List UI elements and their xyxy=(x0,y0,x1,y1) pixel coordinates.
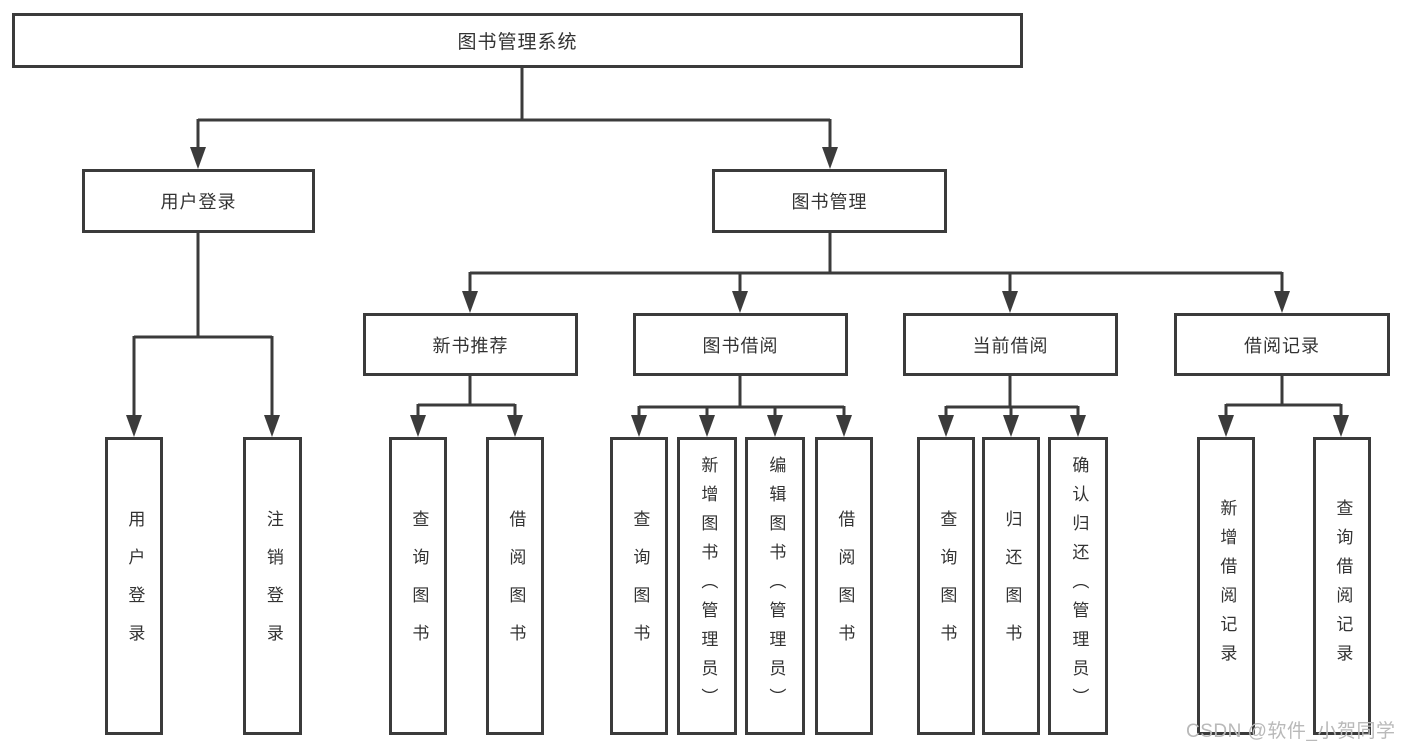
leaf-add-borrow-record-label: 新增借阅记录 xyxy=(1217,499,1237,673)
node-user-login: 用户登录 xyxy=(82,169,315,233)
leaf-borrow-books-recommend: 借阅图书 xyxy=(486,437,544,735)
leaf-query-books-borrowing: 查询图书 xyxy=(610,437,668,735)
arrowheads xyxy=(126,147,1349,437)
leaf-edit-books-admin: 编辑图书（管理员） xyxy=(745,437,805,735)
leaf-confirm-return-admin: 确认归还（管理员） xyxy=(1048,437,1108,735)
leaf-query-borrow-record-label: 查询借阅记录 xyxy=(1333,499,1353,673)
node-borrowing-records-label: 借阅记录 xyxy=(1244,335,1320,356)
node-library-system-label: 图书管理系统 xyxy=(457,32,578,53)
leaf-borrow-books-borrowing-label: 借阅图书 xyxy=(835,510,855,662)
leaf-borrow-books-recommend-label: 借阅图书 xyxy=(506,510,526,662)
leaf-return-books: 归还图书 xyxy=(982,437,1040,735)
node-user-login-label: 用户登录 xyxy=(160,192,237,212)
node-new-book-recommendation-label: 新书推荐 xyxy=(432,335,509,356)
leaf-user-login-label: 用户登录 xyxy=(125,510,145,662)
node-current-borrowing-label: 当前借阅 xyxy=(972,335,1049,356)
leaf-user-login: 用户登录 xyxy=(105,437,163,735)
node-book-management: 图书管理 xyxy=(712,169,947,233)
leaf-add-books-admin: 新增图书（管理员） xyxy=(677,437,737,735)
node-current-borrowing: 当前借阅 xyxy=(903,313,1118,376)
leaf-query-books-borrowing-label: 查询图书 xyxy=(630,510,650,662)
leaf-confirm-return-admin-label: 确认归还（管理员） xyxy=(1069,455,1089,717)
leaf-query-borrow-record: 查询借阅记录 xyxy=(1313,437,1371,735)
leaf-query-books-current: 查询图书 xyxy=(917,437,975,735)
node-book-borrowing: 图书借阅 xyxy=(633,313,848,376)
leaf-query-books-current-label: 查询图书 xyxy=(937,510,957,662)
leaf-add-books-admin-label: 新增图书（管理员） xyxy=(698,455,718,717)
leaf-query-books-recommend: 查询图书 xyxy=(389,437,447,735)
leaf-query-books-recommend-label: 查询图书 xyxy=(409,510,429,662)
node-new-book-recommendation: 新书推荐 xyxy=(363,313,578,376)
node-book-borrowing-label: 图书借阅 xyxy=(702,335,779,356)
leaf-logout: 注销登录 xyxy=(243,437,302,735)
leaf-return-books-label: 归还图书 xyxy=(1002,510,1022,662)
leaf-borrow-books-borrowing: 借阅图书 xyxy=(815,437,873,735)
leaf-edit-books-admin-label: 编辑图书（管理员） xyxy=(766,455,786,717)
node-borrowing-records: 借阅记录 xyxy=(1174,313,1390,376)
node-book-management-label: 图书管理 xyxy=(791,192,868,212)
leaf-add-borrow-record: 新增借阅记录 xyxy=(1197,437,1255,735)
watermark: CSDN @软件_小贺同学 xyxy=(1186,721,1396,742)
leaf-logout-label: 注销登录 xyxy=(263,510,283,662)
node-library-system: 图书管理系统 xyxy=(12,13,1023,68)
